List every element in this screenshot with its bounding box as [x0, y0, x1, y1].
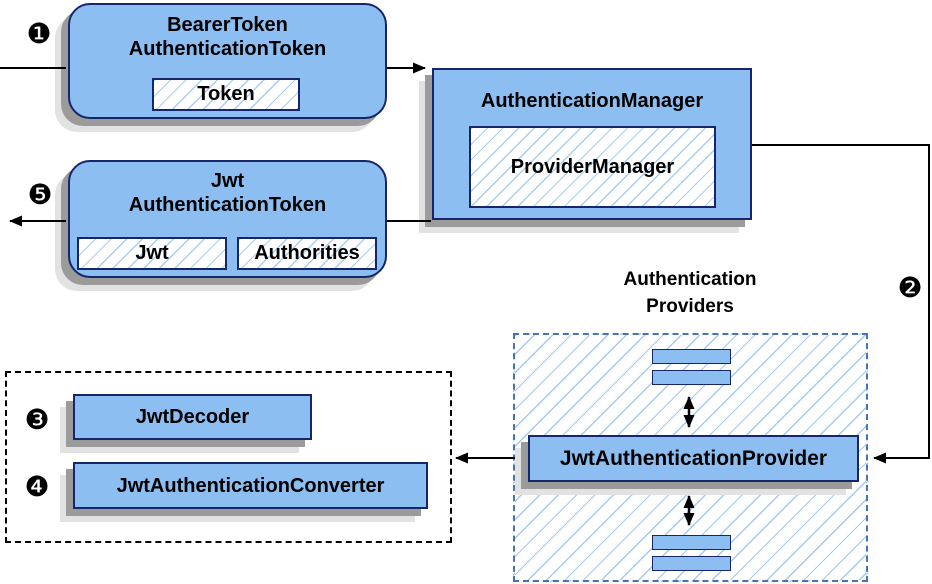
jwt-field: Jwt [77, 237, 227, 270]
authorities-field-label: Authorities [254, 242, 360, 264]
provider-stack-bar-top-1 [652, 349, 731, 364]
step-1-badge: ❶ [26, 17, 52, 50]
provider-manager-field-label: ProviderManager [510, 155, 675, 178]
token-field: Token [152, 78, 300, 111]
step-3-badge: ❸ [24, 403, 50, 436]
step-2-badge: ❷ [897, 271, 923, 304]
jwt-authentication-provider-node: JwtAuthenticationProvider [528, 435, 859, 482]
jwt-field-label: Jwt [135, 242, 169, 264]
jwt-token-title-line1: Jwt [210, 170, 245, 192]
provider-stack-bar-bottom-2 [652, 556, 731, 571]
jwt-decoder-title: JwtDecoder [135, 406, 250, 428]
provider-manager-field: ProviderManager [469, 126, 716, 208]
authentication-providers-label-line2: Providers [646, 296, 734, 317]
step-4-badge: ❹ [24, 470, 50, 503]
token-field-label: Token [197, 83, 255, 105]
provider-stack-bar-bottom-1 [652, 535, 731, 550]
jwt-token-title-line2: AuthenticationToken [128, 194, 327, 216]
bearer-token-title-line2: AuthenticationToken [128, 38, 327, 60]
authentication-manager-title: AuthenticationManager [480, 90, 704, 112]
bearer-token-authentication-token-node: BearerToken AuthenticationToken Token [68, 3, 387, 119]
jwt-authentication-converter-node: JwtAuthenticationConverter [73, 462, 428, 509]
provider-stack-bar-top-2 [652, 370, 731, 385]
authentication-providers-label: Authentication Providers [565, 266, 815, 320]
jwt-decoder-node: JwtDecoder [73, 394, 312, 440]
jwt-authentication-token-node: Jwt AuthenticationToken Jwt Authorities [68, 160, 387, 278]
jwt-authentication-converter-title: JwtAuthenticationConverter [116, 474, 385, 497]
authorities-field: Authorities [237, 237, 377, 270]
jwt-authentication-provider-title: JwtAuthenticationProvider [559, 446, 828, 470]
step-5-badge: ❺ [27, 178, 53, 211]
bearer-token-title-line1: BearerToken [167, 14, 288, 36]
authentication-manager-node: AuthenticationManager ProviderManager [432, 68, 752, 220]
authentication-providers-label-line1: Authentication [623, 269, 757, 290]
